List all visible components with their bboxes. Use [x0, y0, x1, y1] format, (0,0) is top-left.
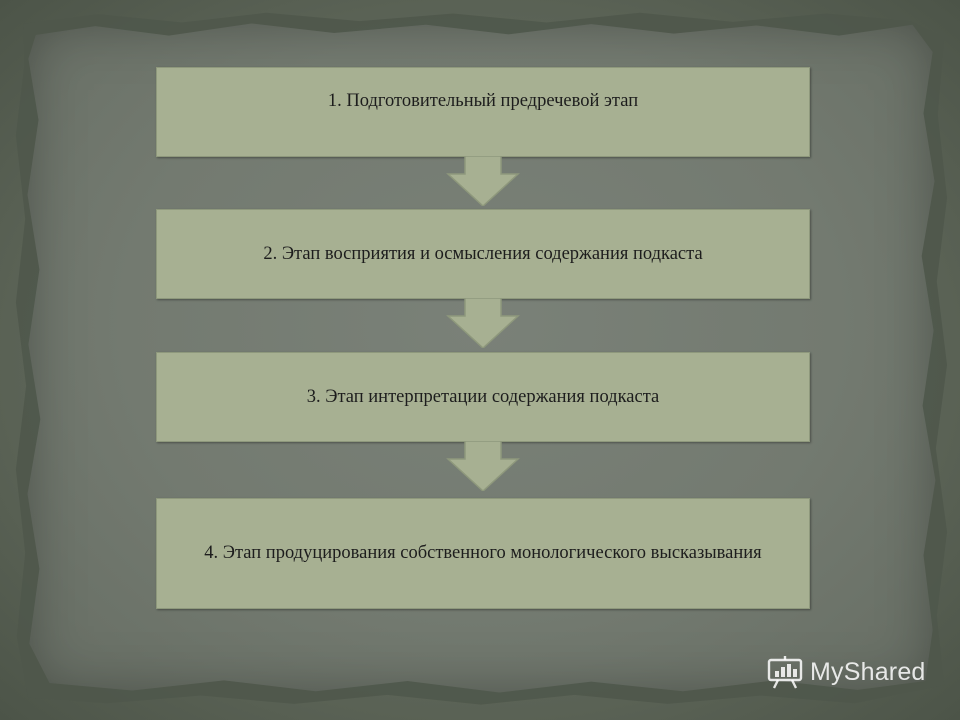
- myshared-watermark: MyShared: [766, 655, 926, 689]
- step-box-1: 1. Подготовительный предречевой этап: [156, 67, 810, 157]
- presentation-board-icon: [767, 656, 803, 689]
- watermark-text: MyShared: [810, 657, 926, 686]
- step-label-2: 2. Этап восприятия и осмысления содержан…: [263, 243, 703, 264]
- step-label-3: 3. Этап интерпретации содержания подкаст…: [306, 386, 660, 407]
- step-box-3: 3. Этап интерпретации содержания подкаст…: [156, 352, 810, 442]
- step-label-1: 1. Подготовительный предречевой этап: [327, 91, 639, 111]
- step-label-4: 4. Этап продуцирования собственного моно…: [204, 543, 762, 564]
- step-box-2: 2. Этап восприятия и осмысления содержан…: [156, 209, 810, 299]
- down-arrow-3: [446, 441, 520, 491]
- step-box-4: 4. Этап продуцирования собственного моно…: [156, 498, 810, 609]
- down-arrow-2: [446, 298, 520, 348]
- down-arrow-1: [446, 156, 520, 206]
